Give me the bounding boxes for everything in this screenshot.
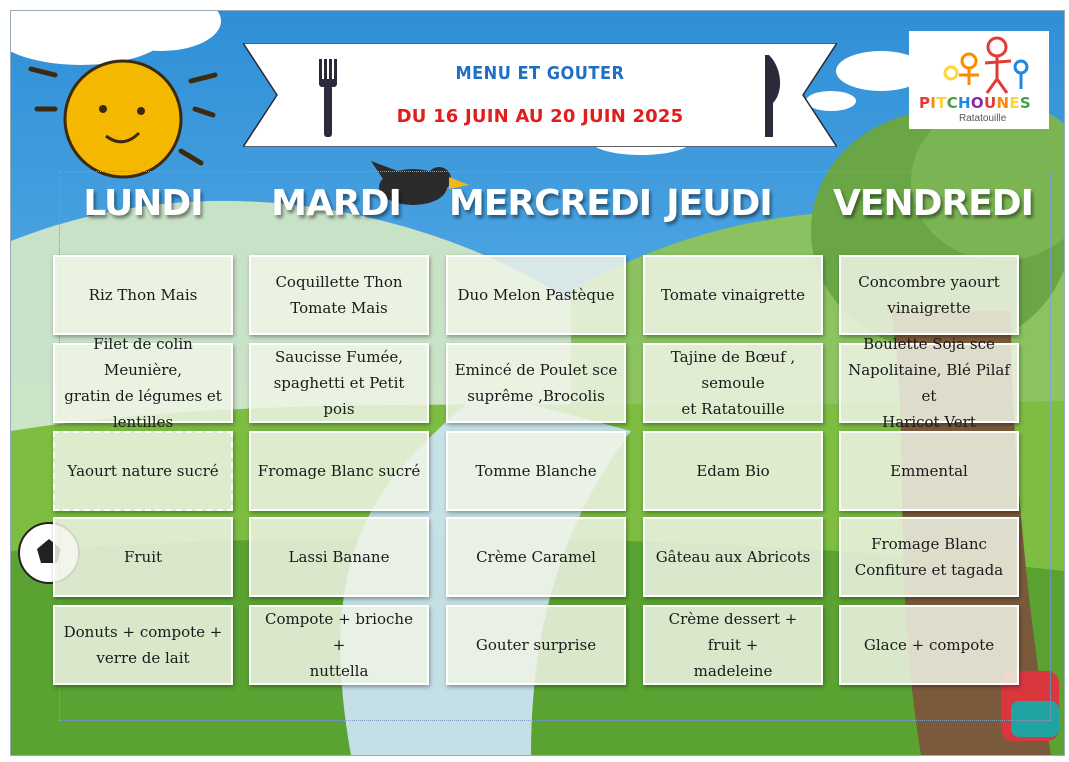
menu-cell-text: Donuts + compote +verre de lait [63, 622, 223, 667]
menu-cell-text: Yaourt nature sucré [67, 461, 219, 480]
title-block: MENU ET GOUTER DU 16 JUIN AU 20 JUIN 202… [243, 43, 837, 147]
menu-cell-mercredi-1: Duo Melon Pastèque [446, 255, 626, 335]
day-header-vendredi: VENDREDI [833, 183, 1034, 224]
menu-cell-vendredi-3: Emmental [839, 431, 1019, 511]
logo-letter: H [958, 94, 971, 112]
menu-cell-lundi-4: Fruit [53, 517, 233, 597]
logo-subtitle: Ratatouille [959, 113, 1007, 124]
menu-cell-jeudi-3: Edam Bio [643, 431, 823, 511]
menu-cell-mercredi-3: Tomme Blanche [446, 431, 626, 511]
cloud-icon [11, 11, 926, 155]
menu-cell-lundi-3: Yaourt nature sucré [53, 431, 233, 511]
menu-cell-jeudi-4: Gâteau aux Abricots [643, 517, 823, 597]
menu-cell-mardi-5: Compote + brioche +nuttella [249, 605, 429, 685]
menu-cell-text: Crème Caramel [476, 547, 596, 566]
menu-cell-lundi-2: Filet de colin Meunière,gratin de légume… [53, 335, 233, 431]
logo-letter: S [1019, 94, 1031, 112]
menu-cell-text: Lassi Banane [288, 547, 390, 566]
menu-cell-text: Tomme Blanche [475, 461, 597, 480]
menu-cell-text: Filet de colin Meunière,gratin de légume… [64, 334, 222, 432]
menu-cell-vendredi-5: Glace + compote [839, 605, 1019, 685]
menu-cell-text: Duo Melon Pastèque [457, 285, 615, 304]
logo-letter: N [996, 94, 1010, 112]
logo-letter: U [983, 94, 997, 112]
menu-cell-mardi-4: Lassi Banane [249, 517, 429, 597]
menu-cell-mardi-3: Fromage Blanc sucré [249, 431, 429, 511]
logo-letter: E [1009, 94, 1020, 112]
menu-cell-text: Saucisse Fumée,spaghetti et Petit pois [273, 347, 405, 419]
menu-cell-text: Riz Thon Mais [88, 285, 198, 304]
day-header-jeudi: JEUDI [666, 183, 773, 224]
menu-cell-text: Glace + compote [863, 635, 995, 654]
logo-letter: O [970, 94, 984, 112]
menu-cell-mercredi-5: Gouter surprise [446, 605, 626, 685]
menu-cell-text: Fruit [123, 547, 163, 566]
logo-letter: P [919, 94, 931, 112]
menu-dates: DU 16 JUIN AU 20 JUIN 2025 [396, 106, 684, 127]
sun-icon [28, 59, 218, 179]
menu-cell-text: Fromage Blanc sucré [257, 461, 421, 480]
day-header-lundi: LUNDI [83, 183, 203, 224]
logo-letter: I [930, 94, 937, 112]
menu-cell-text: Crème dessert + fruit +madeleine [668, 609, 798, 681]
fork-icon [319, 59, 337, 137]
title-ribbon [243, 43, 837, 147]
logo-letter: T [936, 94, 947, 112]
backpack-icon [1001, 671, 1059, 741]
menu-cell-text: Compote + brioche +nuttella [265, 609, 413, 681]
knife-icon [765, 55, 781, 137]
menu-cell-text: Emmental [890, 461, 968, 480]
day-header-mardi: MARDI [271, 183, 402, 224]
children-logo-icon [943, 36, 1029, 94]
crow-icon [371, 161, 469, 205]
menu-cell-lundi-5: Donuts + compote +verre de lait [53, 605, 233, 685]
menu-title: MENU ET GOUTER [455, 63, 625, 84]
menu-cell-text: Tomate vinaigrette [661, 285, 805, 304]
menu-page: MENU ET GOUTER DU 16 JUIN AU 20 JUIN 202… [10, 10, 1065, 756]
menu-cell-jeudi-5: Crème dessert + fruit +madeleine [643, 605, 823, 685]
menu-cell-jeudi-1: Tomate vinaigrette [643, 255, 823, 335]
menu-cell-lundi-1: Riz Thon Mais [53, 255, 233, 335]
menu-cell-text: Edam Bio [696, 461, 770, 480]
menu-cell-text: Gouter surprise [475, 635, 597, 654]
menu-cell-mardi-2: Saucisse Fumée,spaghetti et Petit pois [249, 343, 429, 423]
logo: PITCHOUNES Ratatouille [909, 31, 1049, 129]
menu-cell-mercredi-4: Crème Caramel [446, 517, 626, 597]
logo-name: PITCHOUNES [919, 94, 1031, 112]
logo-letters: PITCHOUNES [919, 94, 1031, 112]
menu-cell-text: Gâteau aux Abricots [655, 547, 811, 566]
logo-letter: C [946, 94, 959, 112]
day-header-mercredi: MERCREDI [449, 183, 652, 224]
